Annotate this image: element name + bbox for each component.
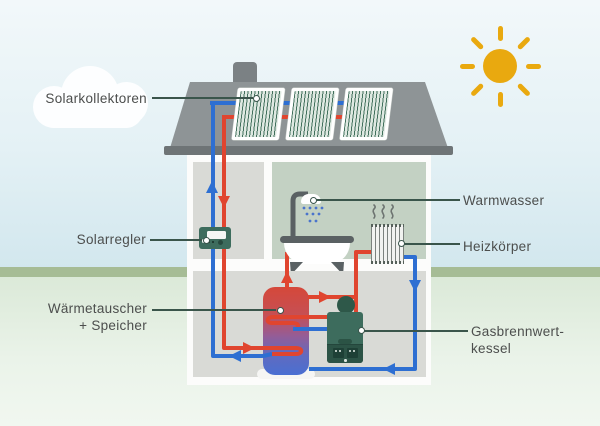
water-drops-icon [302, 206, 324, 223]
marker-radiator [397, 239, 405, 247]
solar-panel-icon [339, 88, 393, 140]
solar-panel-icon [285, 88, 339, 140]
leader-heat-exchanger [152, 309, 276, 311]
boiler-display [347, 348, 358, 358]
boiler-display [333, 348, 344, 358]
sun-icon [456, 22, 544, 110]
label-hot-water: Warmwasser [463, 193, 545, 208]
leader-solar-collectors [152, 97, 253, 99]
leader-radiator [404, 243, 460, 245]
bathtub-icon [280, 236, 354, 243]
marker-gas-boiler [357, 326, 365, 334]
label-heat-exchanger: Wärmetauscher + Speicher [47, 301, 147, 333]
roof-eave [164, 146, 453, 155]
storage-tank-icon [263, 287, 309, 375]
cloud-icon [33, 66, 148, 130]
marker-heat-exchanger [276, 306, 284, 314]
heat-waves-icon [372, 204, 394, 219]
marker-solar-collectors [252, 94, 260, 102]
label-gas-boiler: Gasbrennwert- kessel [471, 324, 565, 356]
boiler-indicator [344, 359, 347, 362]
room-basement [193, 271, 426, 377]
leader-solar-controller [150, 239, 202, 241]
label-radiator: Heizkörper [463, 239, 532, 254]
marker-hot-water [310, 196, 317, 204]
leader-gas-boiler [364, 330, 468, 332]
label-solar-collectors: Solarkollektoren [45, 91, 147, 106]
label-solar-controller: Solarregler [76, 232, 146, 247]
leader-hot-water [316, 199, 460, 201]
marker-solar-controller [202, 236, 210, 244]
